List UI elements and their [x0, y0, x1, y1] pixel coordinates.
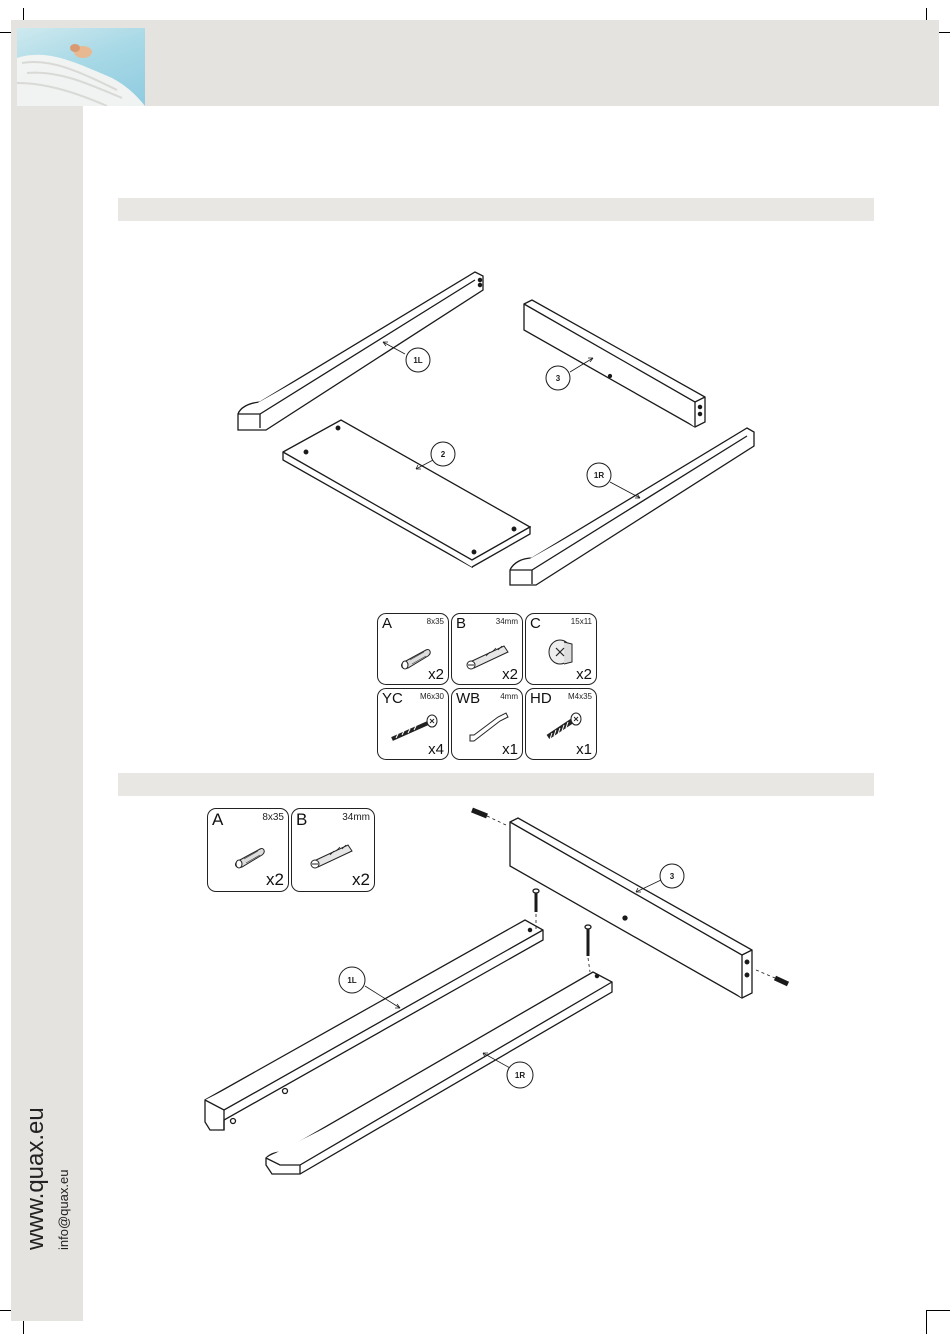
part-1l — [205, 889, 543, 1130]
step-2-diagram: 3 1L 1R — [200, 800, 800, 1185]
callout-2: 2 — [441, 450, 446, 459]
hardware-yc: YC M6x30 x4 — [377, 688, 449, 760]
hardware-letter: HD — [530, 690, 552, 707]
hardware-size: 4mm — [500, 692, 518, 701]
step-1-hardware-grid: A 8x35 x2 B 34mm x2 C 15x11 x2 YC M6x30 … — [377, 613, 599, 763]
hardware-letter: A — [382, 615, 392, 632]
hardware-size: M6x30 — [420, 692, 444, 701]
hardware-letter: B — [456, 615, 466, 632]
hardware-a: A 8x35 x2 — [377, 613, 449, 685]
crop-mark — [926, 1310, 927, 1334]
callout-1l: 1L — [347, 976, 356, 985]
callout-1l: 1L — [413, 356, 422, 365]
hardware-letter: YC — [382, 690, 403, 707]
hardware-size: 8x35 — [427, 617, 444, 626]
hardware-letter: C — [530, 615, 541, 632]
hardware-qty: x4 — [428, 741, 444, 758]
hardware-qty: x2 — [576, 666, 592, 683]
hardware-size: 15x11 — [571, 617, 592, 626]
part-3 — [524, 300, 705, 427]
step-1-diagram: 1L 3 2 1R — [230, 262, 770, 597]
part-1l — [238, 272, 483, 430]
email-link[interactable]: info@quax.eu — [56, 1170, 71, 1250]
step-1-bar — [118, 198, 874, 221]
hardware-qty: x1 — [502, 741, 518, 758]
part-3 — [472, 810, 788, 998]
hardware-qty: x2 — [502, 666, 518, 683]
part-1r — [510, 428, 754, 585]
header-band — [11, 20, 939, 106]
hardware-c: C 15x11 x2 — [525, 613, 597, 685]
hardware-hd: HD M4x35 x1 — [525, 688, 597, 760]
callout-3: 3 — [670, 872, 675, 881]
hardware-qty: x1 — [576, 741, 592, 758]
website-link[interactable]: www.quax.eu — [22, 1107, 50, 1250]
feather-wing-icon — [17, 28, 145, 106]
logo-image — [17, 28, 145, 106]
callout-3: 3 — [556, 374, 561, 383]
hardware-qty: x2 — [428, 666, 444, 683]
hardware-wb: WB 4mm x1 — [451, 688, 523, 760]
crop-mark — [926, 1310, 950, 1311]
side-branding: www.quax.eu info@quax.eu — [22, 1070, 92, 1250]
part-2 — [283, 420, 530, 567]
hardware-letter: WB — [456, 690, 480, 707]
hardware-b: B 34mm x2 — [451, 613, 523, 685]
callout-1r: 1R — [515, 1071, 525, 1080]
callout-1r: 1R — [594, 471, 604, 480]
hardware-size: M4x35 — [568, 692, 592, 701]
hardware-size: 34mm — [496, 617, 518, 626]
step-2-bar — [118, 773, 874, 796]
